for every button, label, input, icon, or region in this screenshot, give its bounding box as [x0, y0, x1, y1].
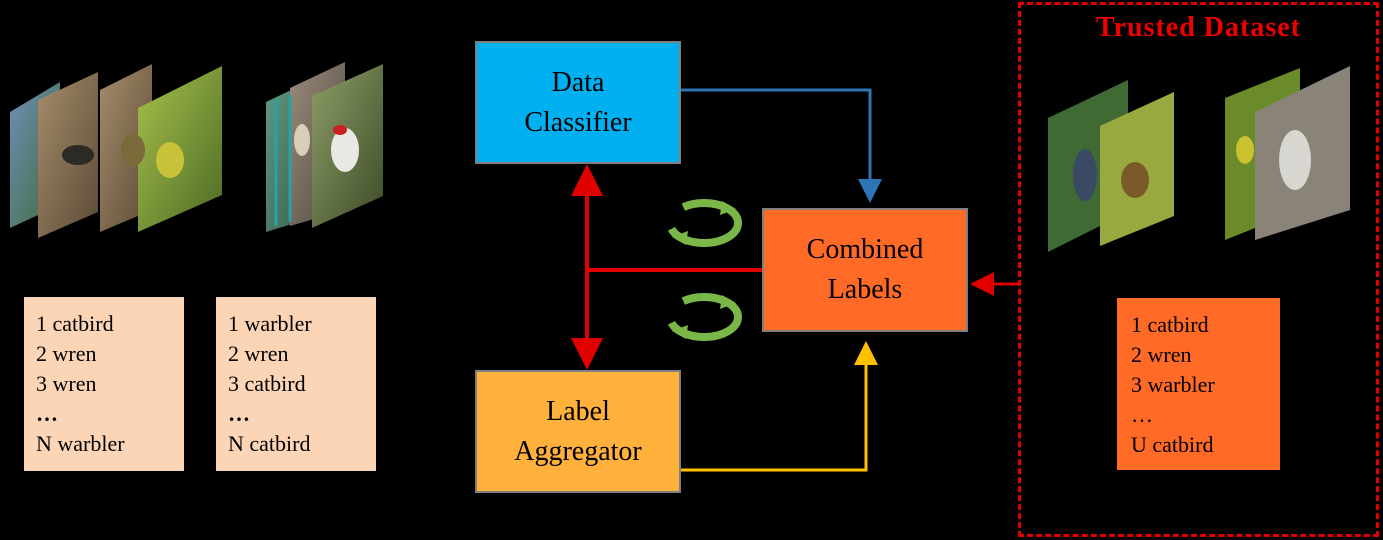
worker-label-list-2: 1 warbler 2 wren 3 catbird … N catbird [216, 297, 376, 471]
list-item: 1 catbird [36, 311, 114, 336]
combined-labels-box: Combined Labels [762, 208, 968, 332]
label-aggregator-box: Label Aggregator [475, 370, 681, 493]
trusted-image-stack-1 [1048, 80, 1174, 252]
data-classifier-box: Data Classifier [475, 41, 681, 164]
list-item: 3 warbler [1131, 372, 1215, 397]
trusted-image-stack-2 [1225, 66, 1350, 240]
list-item: … [36, 401, 58, 426]
data-classifier-line-1: Data [551, 66, 605, 98]
list-item: 2 wren [1131, 342, 1192, 367]
list-item: … [228, 401, 250, 426]
combined-labels-line-1: Combined [806, 234, 924, 265]
bird-image-stack-2 [266, 62, 383, 232]
list-item: N catbird [228, 431, 311, 456]
arrow-classifier-to-combined [681, 88, 882, 203]
bird-image-stack-1 [10, 64, 222, 238]
label-aggregator-line-2: Aggregator [514, 435, 642, 467]
cycle-icon [666, 293, 742, 341]
trusted-label-list: 1 catbird 2 wren 3 warbler … U catbird [1117, 298, 1280, 470]
list-item: … [1131, 402, 1153, 427]
list-item: U catbird [1131, 432, 1214, 457]
list-item: 2 wren [36, 341, 97, 366]
combined-labels-line-2: Labels [827, 274, 903, 305]
list-item: 2 wren [228, 341, 289, 366]
list-item: 1 catbird [1131, 312, 1209, 337]
list-item: N warbler [36, 431, 125, 456]
trusted-dataset-title: Trusted Dataset [1095, 12, 1301, 43]
data-classifier-line-2: Classifier [524, 106, 632, 138]
trusted-dataset-frame [1018, 2, 1379, 537]
arrow-aggregator-to-combined [681, 341, 878, 472]
list-item: 1 warbler [228, 311, 312, 336]
worker-label-list-1: 1 catbird 2 wren 3 wren … N warbler [24, 297, 184, 471]
list-item: 3 catbird [228, 371, 306, 396]
cycle-icon [666, 199, 742, 247]
list-item: 3 wren [36, 371, 97, 396]
label-aggregator-line-1: Label [546, 395, 610, 427]
